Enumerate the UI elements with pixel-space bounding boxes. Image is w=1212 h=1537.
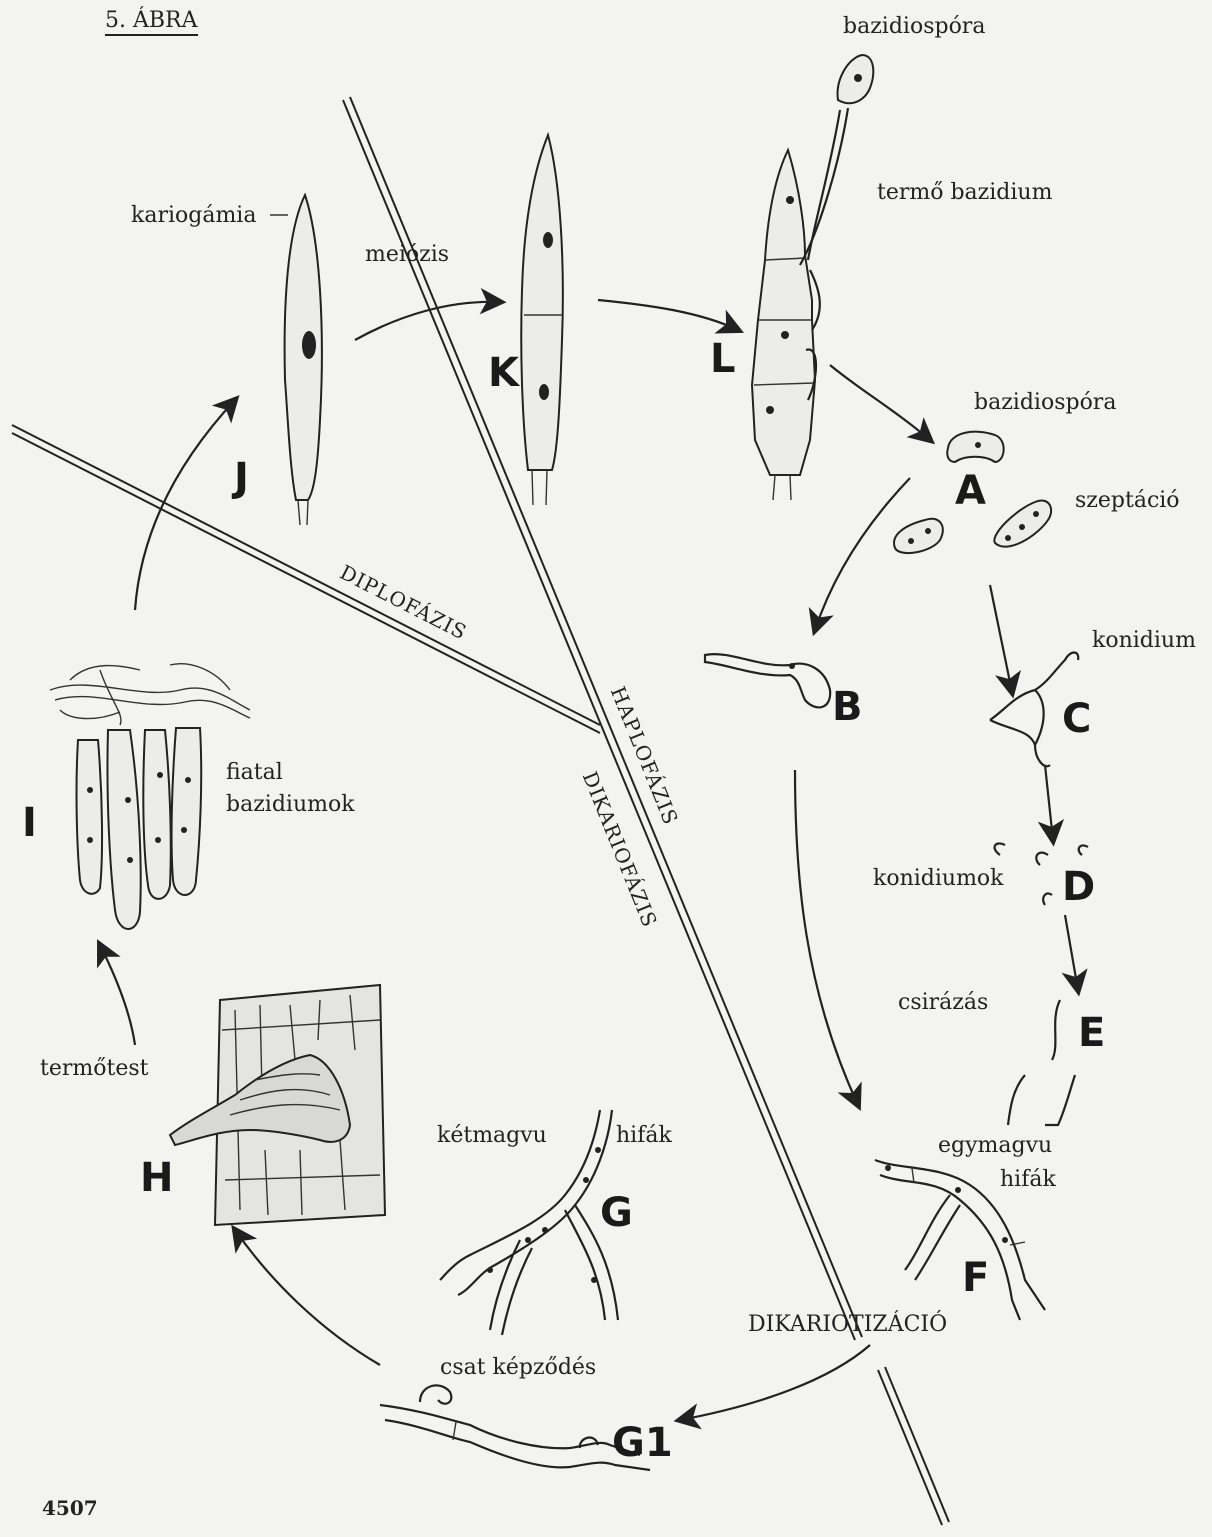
- figure-title: 5. ÁBRA: [105, 8, 198, 36]
- stage-h-fruiting-body: [170, 985, 385, 1225]
- stage-letter-e: E: [1078, 1010, 1105, 1056]
- stage-letter-k: K: [488, 350, 519, 396]
- haplo-dikario-divider-line: [343, 97, 949, 1525]
- stage-k-cell: [521, 135, 563, 505]
- label-konidium: konidium: [1092, 628, 1196, 653]
- label-konidiumok: konidiumok: [873, 866, 1004, 891]
- stage-b-germination: [705, 654, 830, 707]
- stage-letter-d: D: [1062, 864, 1095, 910]
- label-csat-kepzodes: csat képződés: [440, 1355, 596, 1380]
- stage-l-basidium: [752, 55, 873, 500]
- label-csirazas: csirázás: [898, 990, 988, 1015]
- stage-letter-c: C: [1062, 696, 1091, 742]
- stage-i-young-basidia: [50, 664, 250, 929]
- label-egymagvu: egymagvu: [938, 1133, 1052, 1158]
- label-bazidiospora: bazidiospóra: [974, 390, 1116, 415]
- label-szeptacio: szeptáció: [1075, 488, 1180, 513]
- label-meiozis: meiózis: [365, 242, 449, 267]
- stage-letter-f: F: [962, 1255, 989, 1301]
- label-bazidiumok: bazidiumok: [226, 792, 355, 817]
- stage-letter-a: A: [955, 468, 986, 514]
- label-kariogamia: kariogámia: [131, 203, 256, 228]
- label-termo-bazidium: termő bazidium: [877, 180, 1052, 205]
- stage-letter-l: L: [710, 336, 736, 382]
- stage-letter-b: B: [832, 684, 863, 730]
- figure-number: 4507: [42, 1497, 98, 1520]
- label-ketmagvu: kétmagvu: [437, 1123, 547, 1148]
- stage-letter-g1: G1: [612, 1420, 673, 1466]
- label-dikariotizacio: DIKARIOTIZÁCIÓ: [748, 1312, 947, 1337]
- label-bazidiospora-top: bazidiospóra: [843, 14, 985, 39]
- stage-g1-clamp: [380, 1385, 650, 1470]
- label-fiatal: fiatal: [226, 760, 283, 785]
- stage-letter-i: I: [22, 800, 37, 846]
- stage-letter-g: G: [600, 1190, 633, 1236]
- stage-letter-h: H: [140, 1155, 173, 1201]
- stage-j-cell: [285, 195, 322, 525]
- label-hifak-g: hifák: [616, 1123, 672, 1148]
- label-termotest: termőtest: [40, 1056, 148, 1081]
- label-hifak-f: hifák: [1000, 1167, 1056, 1192]
- stage-letter-j: J: [234, 455, 249, 501]
- stage-e-germlings: [1008, 1000, 1075, 1125]
